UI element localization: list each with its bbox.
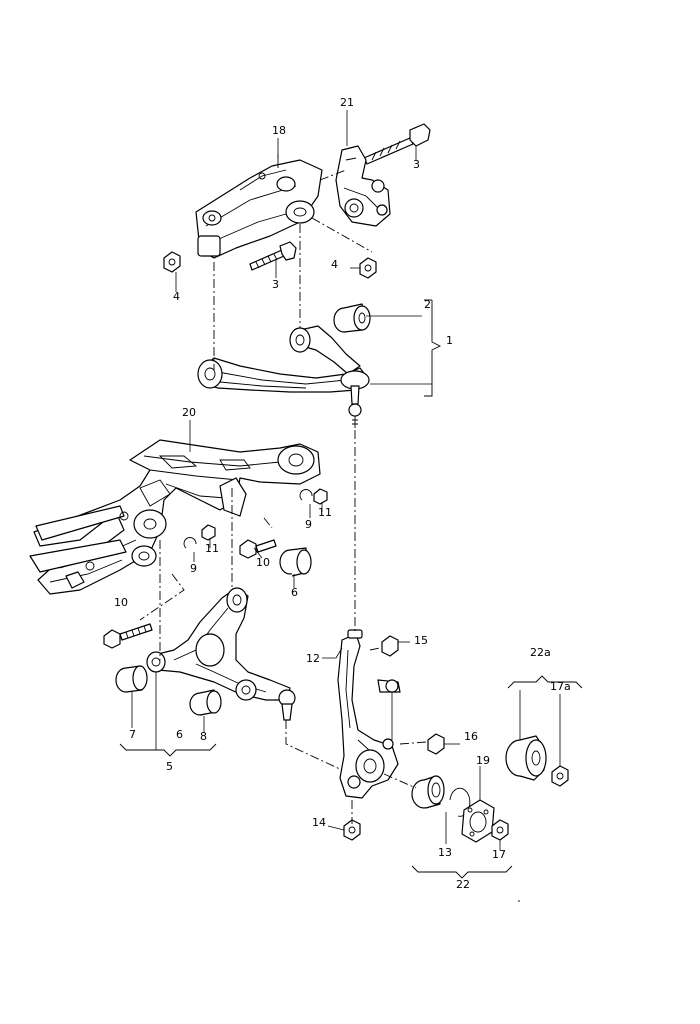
callout-2: 2 (424, 298, 431, 311)
speck-mark (518, 900, 520, 902)
bracket-5 (119, 743, 217, 757)
assembly-lines (139, 169, 427, 824)
upper-bracket-part (195, 154, 323, 259)
bushing-part (115, 665, 148, 693)
callout-4-right: 4 (331, 258, 338, 271)
callout-18: 18 (272, 124, 286, 137)
bushing-part (279, 547, 312, 577)
callout-6-lower: 6 (176, 728, 183, 741)
callout-10-left: 10 (114, 596, 128, 609)
hub-assembly-part (505, 735, 547, 781)
lower-bolt-part (103, 623, 153, 649)
bracket-22a (507, 675, 583, 689)
callout-6-upper: 6 (291, 586, 298, 599)
bracket-22 (411, 865, 513, 879)
group-brackets (119, 299, 583, 879)
callout-10-right: 10 (256, 556, 270, 569)
upper-control-arm-part (197, 325, 370, 428)
wheel-bearing-part (411, 775, 445, 809)
bracket-1 (424, 300, 442, 397)
callout-22: 22 (456, 878, 470, 891)
leader-lines (131, 110, 561, 850)
callout-9-right: 9 (305, 518, 312, 531)
callout-11-left: 11 (205, 542, 219, 555)
callout-19: 19 (476, 754, 490, 767)
callout-1: 1 (446, 334, 453, 347)
mount-bracket-part (335, 145, 391, 227)
callout-5: 5 (166, 760, 173, 773)
callout-7: 7 (129, 728, 136, 741)
nut-part (163, 251, 181, 273)
axle-nut-part (551, 765, 569, 787)
bushing-part (189, 689, 222, 716)
nut-part (313, 488, 328, 505)
callout-8: 8 (200, 730, 207, 743)
wheel-hub-part (461, 799, 495, 843)
callout-17: 17 (492, 848, 506, 861)
callout-3-lower: 3 (272, 278, 279, 291)
callout-17a: 17a (550, 680, 571, 693)
callout-11-right: 11 (318, 506, 332, 519)
callout-21: 21 (340, 96, 354, 109)
callout-16: 16 (464, 730, 478, 743)
callout-15: 15 (414, 634, 428, 647)
callout-22a: 22a (530, 646, 551, 659)
nut-part (359, 257, 377, 279)
nut-part (381, 635, 399, 657)
steering-knuckle-part (337, 629, 401, 799)
callout-12: 12 (306, 652, 320, 665)
washer-part (183, 537, 197, 549)
washer-part (299, 489, 313, 501)
nut-part (201, 524, 216, 541)
callout-3-upper: 3 (413, 158, 420, 171)
tie-rod-end-part (385, 679, 399, 693)
upper-bolt-part (363, 123, 431, 165)
bracket-bolt-part (249, 241, 297, 271)
callout-20: 20 (182, 406, 196, 419)
callout-9-left: 9 (190, 562, 197, 575)
callout-14: 14 (312, 816, 326, 829)
subframe-bolt-part (239, 539, 277, 559)
lower-control-arm-part (146, 587, 296, 721)
callout-4-left: 4 (173, 290, 180, 303)
nut-part (427, 733, 445, 755)
axle-nut-part (491, 819, 509, 841)
callout-labels: 18 21 3 3 4 4 2 1 20 9 11 11 9 10 10 6 7… (114, 96, 571, 891)
subframe-part (29, 439, 321, 595)
callout-13: 13 (438, 846, 452, 859)
bushing-part (333, 303, 371, 333)
